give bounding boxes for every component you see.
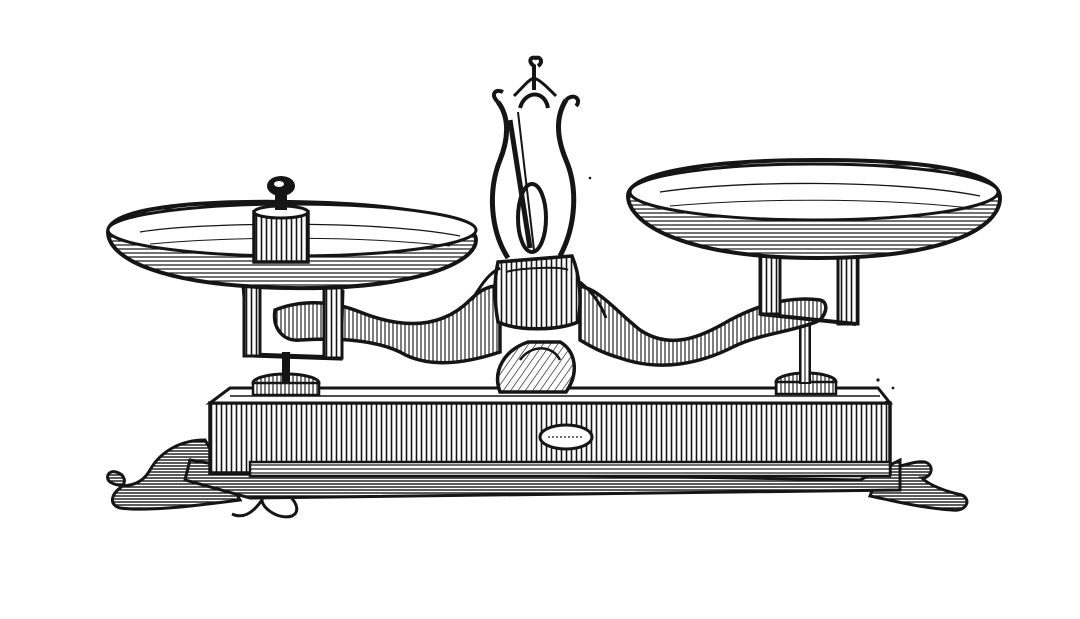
indicator-lyre <box>490 55 581 260</box>
base-plinth <box>183 386 902 500</box>
central-pillar <box>495 340 576 394</box>
engraving-specks <box>588 176 895 404</box>
right-pan-foot-disc <box>774 319 838 396</box>
weight-cylinder <box>252 176 310 264</box>
left-pan-foot-disc <box>251 352 321 397</box>
maker-name-plate <box>538 423 594 451</box>
right-pan <box>625 157 1003 326</box>
